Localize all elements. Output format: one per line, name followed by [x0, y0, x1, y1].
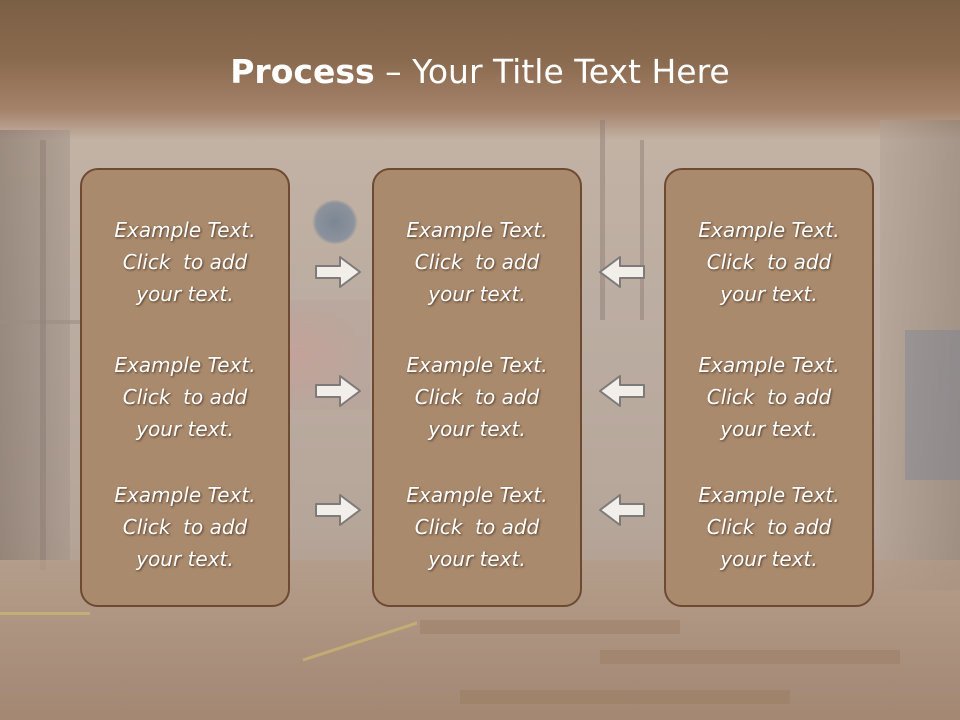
- text-item[interactable]: Example Text. Click to add your text.: [698, 353, 840, 441]
- process-box-right[interactable]: Example Text. Click to add your text. Ex…: [664, 168, 874, 607]
- process-box-center[interactable]: Example Text. Click to add your text. Ex…: [372, 168, 582, 607]
- text-item[interactable]: Example Text. Click to add your text.: [406, 218, 548, 306]
- left-arrow-icon: [598, 373, 646, 409]
- process-box-left[interactable]: Example Text. Click to add your text. Ex…: [80, 168, 290, 607]
- text-item[interactable]: Example Text. Click to add your text.: [406, 483, 548, 571]
- left-arrow-icon: [598, 492, 646, 528]
- left-arrow-icon: [598, 254, 646, 290]
- title-rest: – Your Title Text Here: [374, 52, 730, 91]
- text-item[interactable]: Example Text. Click to add your text.: [114, 353, 256, 441]
- slide-title[interactable]: Process – Your Title Text Here: [0, 52, 960, 91]
- text-item[interactable]: Example Text. Click to add your text.: [698, 483, 840, 571]
- right-arrow-icon: [314, 373, 362, 409]
- text-item[interactable]: Example Text. Click to add your text.: [114, 483, 256, 571]
- text-item[interactable]: Example Text. Click to add your text.: [114, 218, 256, 306]
- title-strong: Process: [230, 52, 375, 91]
- text-item[interactable]: Example Text. Click to add your text.: [406, 353, 548, 441]
- text-item[interactable]: Example Text. Click to add your text.: [698, 218, 840, 306]
- right-arrow-icon: [314, 254, 362, 290]
- right-arrow-icon: [314, 492, 362, 528]
